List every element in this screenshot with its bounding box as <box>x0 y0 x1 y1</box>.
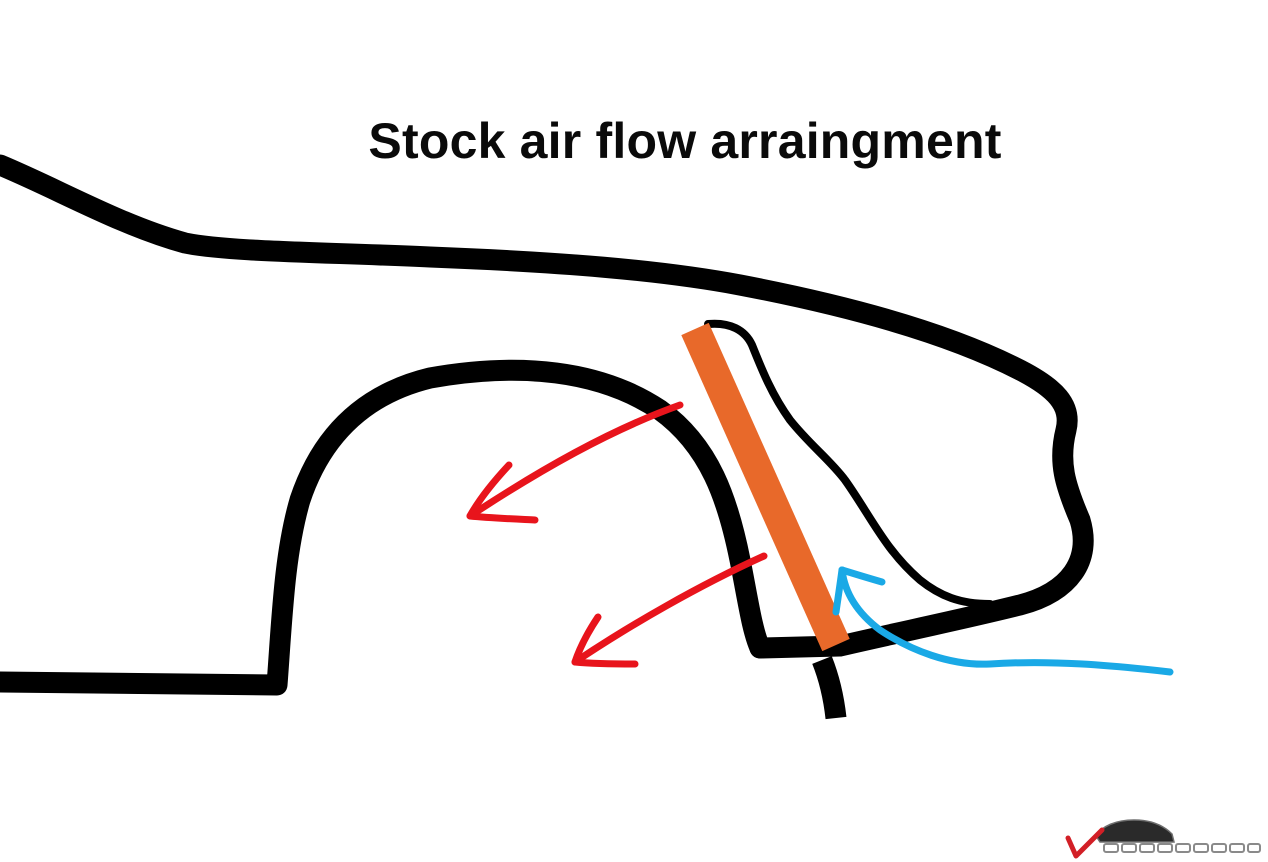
radiator <box>681 322 850 652</box>
bumper-lower-line <box>812 656 847 720</box>
hot-air-arrow-lower <box>571 552 768 668</box>
radiator-duct-outline <box>704 319 994 608</box>
wheel-arch-outline <box>0 359 771 696</box>
hood-outline <box>0 154 1094 659</box>
cool-air-arrow <box>832 566 1174 676</box>
logo-v-mark <box>1065 827 1105 859</box>
watermark-logo <box>1065 819 1261 859</box>
diagram-title: Stock air flow arraingment <box>368 113 1002 169</box>
hot-air-arrow-upper <box>466 401 684 524</box>
logo-wordmark <box>1103 843 1261 853</box>
logo-car-icon <box>1095 819 1175 843</box>
